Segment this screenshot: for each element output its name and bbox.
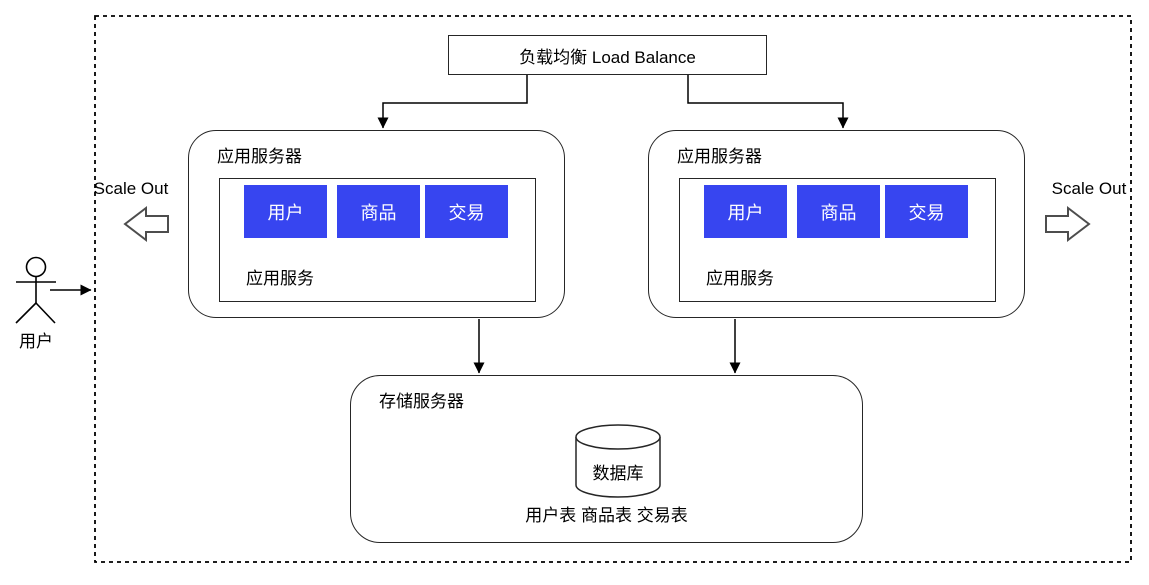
database-label: 数据库: [592, 464, 644, 483]
connector-lb-to-app-server-2: [687, 75, 849, 129]
hollow-arrow-left-icon: [123, 205, 169, 243]
storage-tables-label: 用户表 商品表 交易表: [525, 506, 688, 525]
scale-out-right-label: Scale Out: [1051, 179, 1127, 198]
stick-figure-actor-icon: [15, 256, 56, 324]
module-trade: 交易: [885, 185, 968, 238]
load-balancer-box: 负载均衡 Load Balance: [448, 35, 767, 75]
module-product: 商品: [797, 185, 880, 238]
app-server-2-service-label: 应用服务: [706, 269, 774, 288]
load-balancer-label: 负载均衡 Load Balance: [519, 47, 696, 67]
app-server-1-box: 应用服务器 用户 商品 交易 应用服务: [188, 130, 565, 318]
storage-server-title: 存储服务器: [379, 392, 464, 411]
app-server-2-title: 应用服务器: [677, 147, 762, 166]
app-server-2-service-group: 用户 商品 交易 应用服务: [679, 178, 996, 302]
scale-out-left-label: Scale Out: [93, 179, 169, 198]
app-server-1-title: 应用服务器: [217, 147, 302, 166]
module-product: 商品: [337, 185, 420, 238]
app-server-2-box: 应用服务器 用户 商品 交易 应用服务: [648, 130, 1025, 318]
module-user: 用户: [244, 185, 327, 238]
app-server-1-service-group: 用户 商品 交易 应用服务: [219, 178, 536, 302]
module-trade: 交易: [425, 185, 508, 238]
app-server-1-service-label: 应用服务: [246, 269, 314, 288]
module-user: 用户: [704, 185, 787, 238]
hollow-arrow-right-icon: [1045, 205, 1091, 243]
connector-lb-to-app-server-1: [377, 75, 528, 129]
actor-label: 用户: [19, 332, 53, 351]
